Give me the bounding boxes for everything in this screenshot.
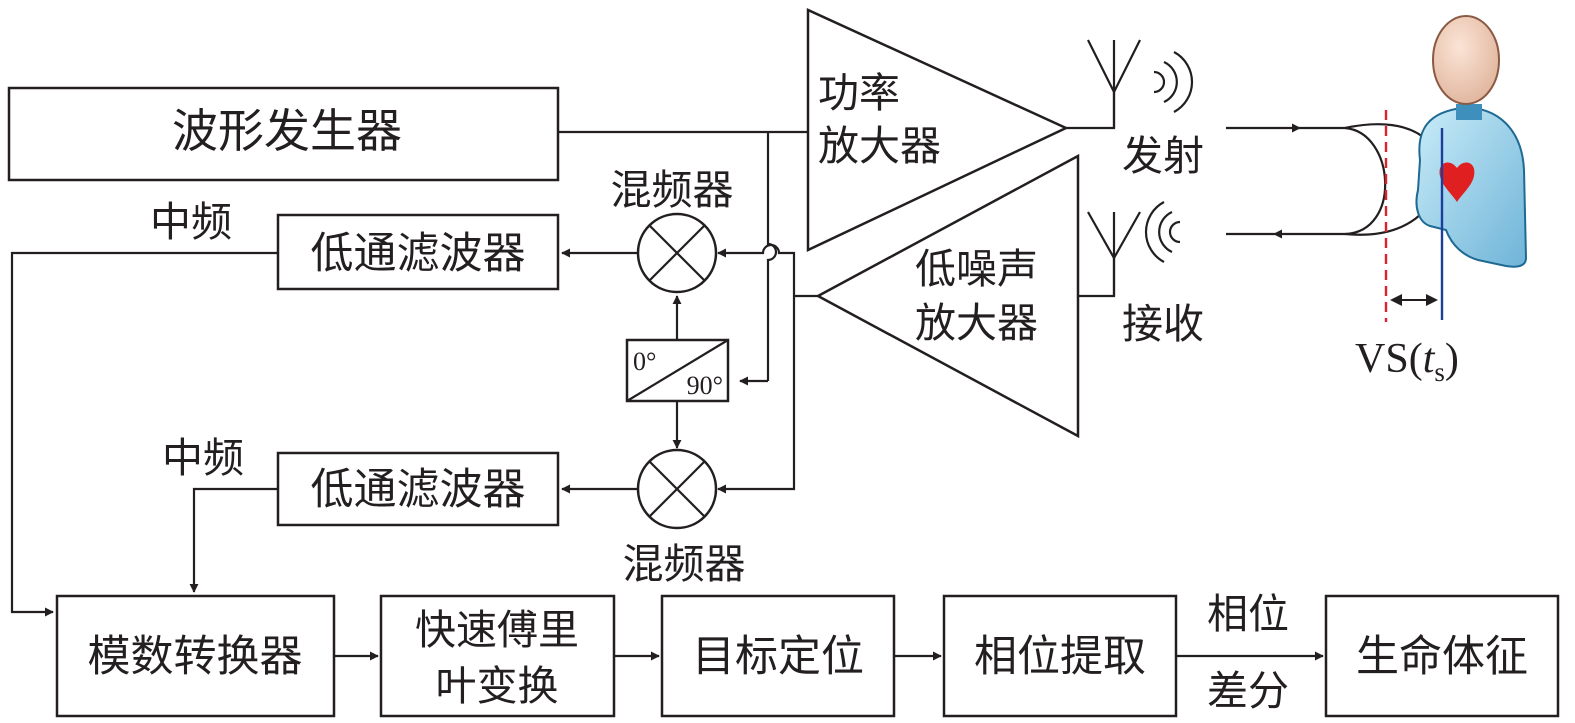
adc-label: 模数转换器 [88,632,303,682]
target-localization-label: 目标定位 [692,632,864,682]
wire-lna-to-mixer-top [717,243,796,296]
wire-lpf-bottom-to-adc [189,487,278,593]
phase-extraction-label: 相位提取 [974,632,1146,682]
person-icon [1415,15,1528,268]
power-amplifier-label-line1: 功率 [818,69,900,117]
lpf-bottom-label: 低通滤波器 [311,465,526,515]
waveform-generator-label: 波形发生器 [172,104,402,158]
if-bottom-label: 中频 [162,434,244,482]
phase-extraction-box [942,594,1178,718]
receive-label: 接收 [1122,300,1204,348]
power-amplifier-label-line2: 放大器 [818,122,941,170]
lpf-top-box [276,213,560,291]
phase-0-label: 0° [633,347,656,376]
waveform-generator-box [7,86,560,182]
lna-label-line2: 放大器 [915,299,1038,347]
phase-90-label: 90° [687,371,723,400]
phase-splitter-diagonal [626,339,729,402]
phase-diff-label-line2: 差分 [1207,667,1289,715]
mixer-bottom [636,448,718,530]
lna-label-line1: 低噪声 [915,245,1038,293]
low-noise-amplifier-triangle [815,153,1080,439]
rx-wave-icon [1144,201,1181,263]
if-top-label: 中频 [150,198,232,246]
tx-antenna-icon [1087,39,1141,128]
fft-label-line1: 快速傅里 [415,606,579,654]
mixer-top-label: 混频器 [611,166,734,214]
adc-box [55,594,336,718]
fft-box [379,594,616,718]
wire-pa-to-tx-antenna [1066,92,1116,130]
wire-lna-to-mixer-bottom [717,296,796,494]
displacement-double-arrow [1390,294,1438,306]
vital-signs-label: 生命体征 [1356,632,1528,682]
mixer-bottom-label: 混频器 [623,540,746,588]
wire-tap-vertical [766,132,778,381]
power-amplifier-triangle [806,8,1069,252]
rx-antenna-icon [1087,211,1141,296]
fft-label-line2: 叶变换 [436,662,559,710]
heart-icon [1439,162,1475,202]
wire-rx-antenna-to-lna [1078,258,1116,298]
lpf-top-label: 低通滤波器 [311,229,526,279]
target-localization-box [660,594,896,718]
vs-ts-label: VS(ts) [1355,336,1459,387]
lpf-bottom-box [276,451,560,527]
tx-wave-icon [1153,51,1194,113]
signal-reflection-curve [1344,126,1387,236]
phase-diff-label-line1: 相位 [1207,590,1289,638]
vital-signs-box [1324,594,1560,718]
wire-lpf-top-to-adc [10,251,278,617]
transmit-label: 发射 [1122,132,1204,180]
mixer-top [636,212,718,294]
